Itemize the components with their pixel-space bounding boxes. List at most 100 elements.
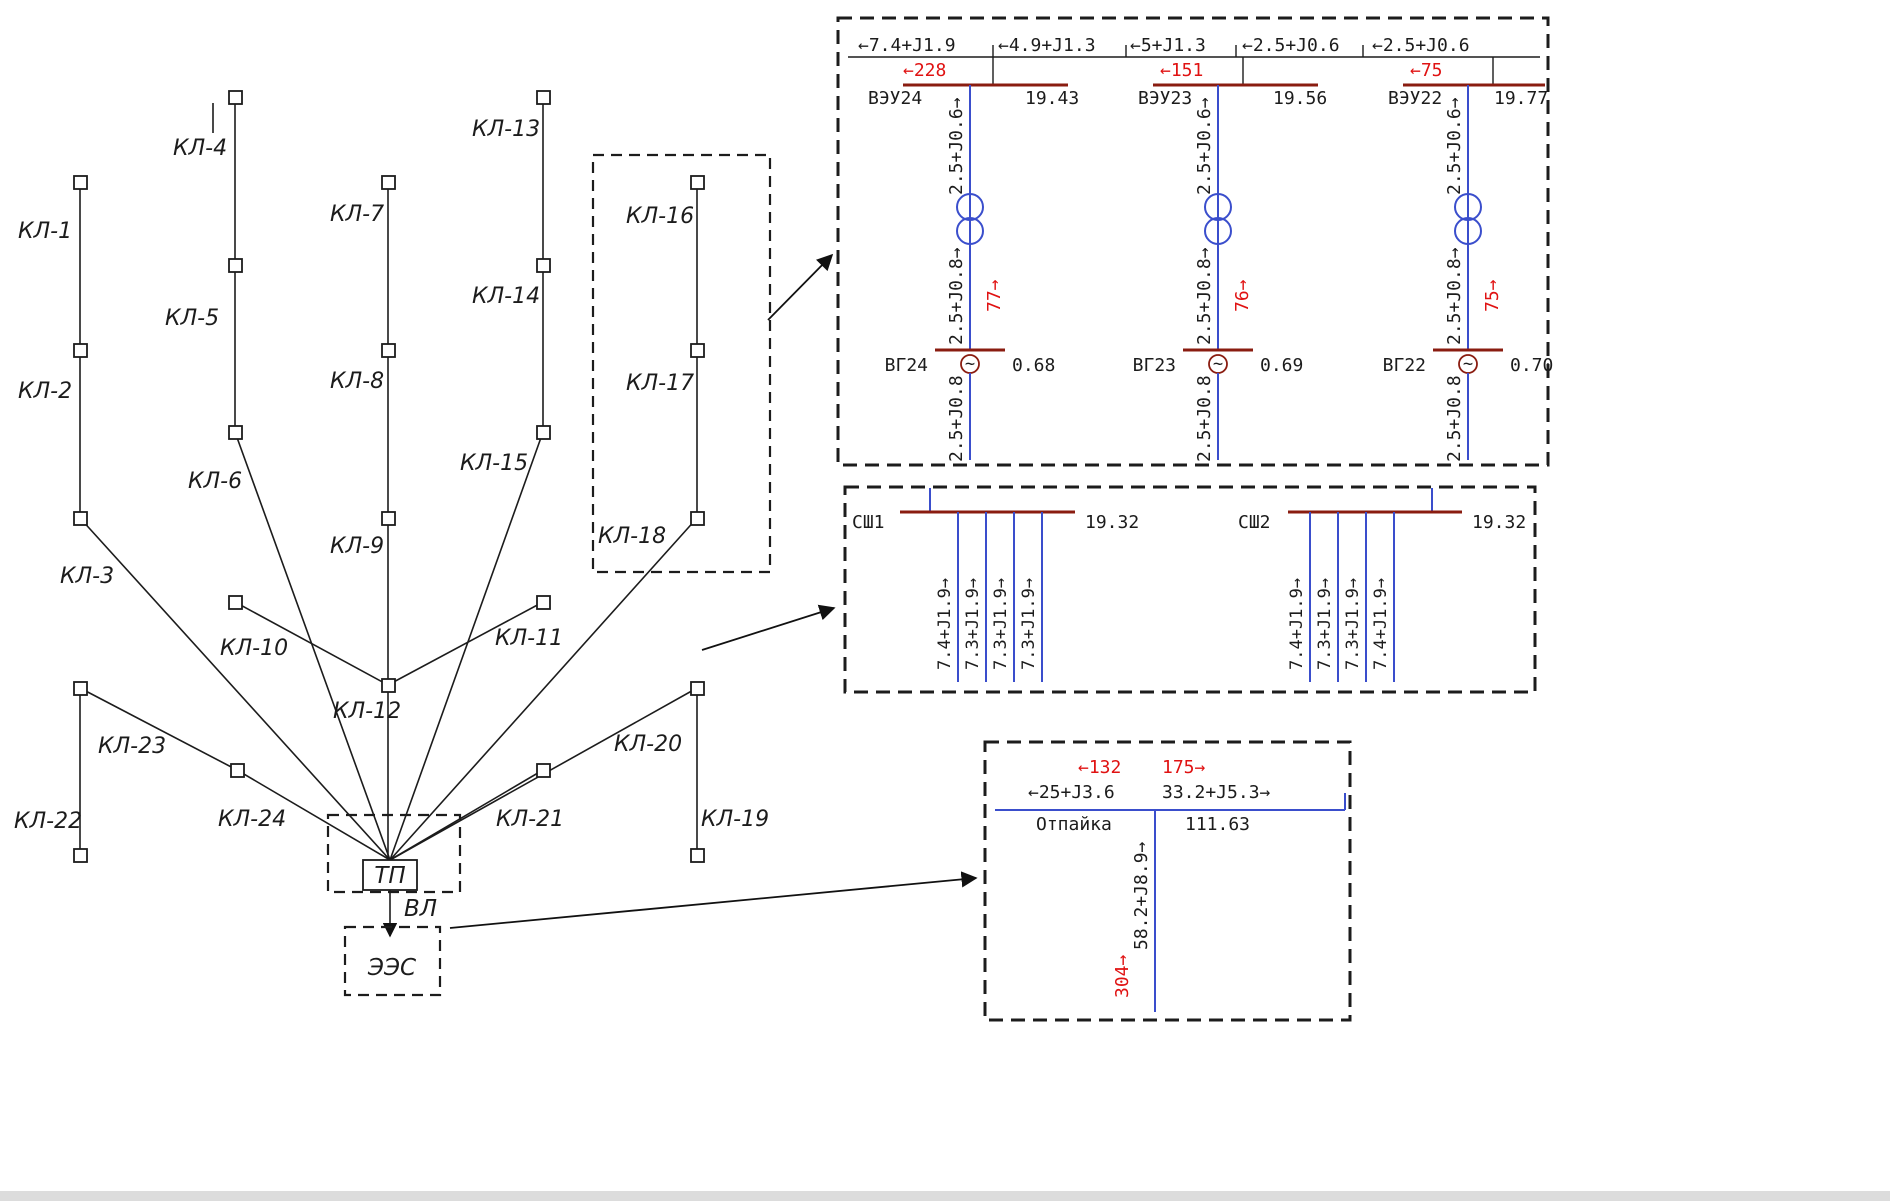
cable-network-lines bbox=[79, 97, 698, 861]
cable-node bbox=[73, 175, 88, 190]
cable-node bbox=[228, 90, 243, 105]
weu24-flow-lower: 2.5+J0.8→ bbox=[946, 247, 967, 345]
cable-label-kl-22: КЛ-22 bbox=[14, 809, 82, 834]
weu23-current: ←151 bbox=[1160, 60, 1203, 81]
cable-node bbox=[381, 511, 396, 526]
bus-panel-border bbox=[843, 485, 1537, 694]
weu22-stub: 2.5+J0.8 bbox=[1444, 375, 1465, 462]
tap-current-right: 175→ bbox=[1162, 757, 1206, 778]
weu22-flow-upper: 2.5+J0.6→ bbox=[1444, 97, 1465, 195]
cable-label-kl-20: КЛ-20 bbox=[614, 732, 682, 757]
weu24-name: ВЭУ24 bbox=[868, 88, 922, 109]
cable-label-kl-13: КЛ-13 bbox=[472, 117, 540, 142]
weu-flow-3: ←5+J1.3 bbox=[1130, 35, 1206, 56]
weu22-gen-name: ВГ22 bbox=[1383, 355, 1426, 376]
weu22-gen-current: 75→ bbox=[1482, 279, 1503, 312]
weu22-name: ВЭУ22 bbox=[1388, 88, 1442, 109]
bottom-strip bbox=[0, 1191, 1890, 1201]
bus-section-2: СШ2 19.32 7.4+J1.9→ 7.3+J1.9→ 7.3+J1.9→ … bbox=[1238, 510, 1526, 682]
cable-node bbox=[536, 763, 551, 778]
cable-nodes bbox=[73, 90, 705, 863]
cable-label-kl-2: КЛ-2 bbox=[18, 379, 72, 404]
cable-label-kl-11: КЛ-11 bbox=[495, 626, 563, 651]
cable-node bbox=[536, 90, 551, 105]
sh2-feeder-2: 7.3+J1.9→ bbox=[1315, 578, 1335, 670]
cable-node bbox=[228, 425, 243, 440]
sh1-name: СШ1 bbox=[852, 512, 885, 533]
weu24-stub: 2.5+J0.8 bbox=[946, 375, 967, 462]
sh1-feeder-4: 7.3+J1.9→ bbox=[1019, 578, 1039, 670]
weu24-gen-voltage: 0.68 bbox=[1012, 355, 1055, 376]
tp-symbol bbox=[362, 859, 418, 891]
tap-flow-left: ←25+J3.6 bbox=[1028, 782, 1115, 803]
cable-node bbox=[228, 258, 243, 273]
connector-to-weu-panel bbox=[767, 253, 834, 321]
cable-label-kl-16: КЛ-16 bbox=[626, 204, 694, 229]
weu-unit-24: ←228 ВЭУ24 19.43 2.5+J0.6→ 2.5+J0.8→ 77→… bbox=[868, 60, 1079, 462]
cable-node bbox=[536, 425, 551, 440]
weu23-gen-voltage: 0.69 bbox=[1260, 355, 1303, 376]
sh1-feeder-2: 7.3+J1.9→ bbox=[963, 578, 983, 670]
cable-label-kl-18: КЛ-18 bbox=[598, 524, 666, 549]
weu-unit-22: ←75 ВЭУ22 19.77 2.5+J0.6→ 2.5+J0.8→ 75→ … bbox=[1383, 60, 1554, 462]
sh2-feeder-3: 7.3+J1.9→ bbox=[1343, 578, 1363, 670]
sh1-voltage: 19.32 bbox=[1085, 512, 1139, 533]
cable-label-kl-15: КЛ-15 bbox=[460, 451, 528, 476]
cable-node bbox=[230, 763, 245, 778]
cable-node bbox=[690, 175, 705, 190]
weu-unit-23: ←151 ВЭУ23 19.56 2.5+J0.6→ 2.5+J0.8→ 76→… bbox=[1133, 60, 1328, 462]
bus-panel: СШ1 19.32 7.4+J1.9→ 7.3+J1.9→ 7.3+J1.9→ … bbox=[843, 485, 1537, 694]
cable-node bbox=[73, 511, 88, 526]
cable-node bbox=[690, 511, 705, 526]
cable-label-kl-14: КЛ-14 bbox=[472, 284, 540, 309]
bus-section-1: СШ1 19.32 7.4+J1.9→ 7.3+J1.9→ 7.3+J1.9→ … bbox=[852, 510, 1139, 682]
sh1-feeder-1: 7.4+J1.9→ bbox=[935, 578, 955, 670]
weu23-stub: 2.5+J0.8 bbox=[1194, 375, 1215, 462]
tap-panel-border bbox=[983, 740, 1352, 1022]
sh1-feeder-3: 7.3+J1.9→ bbox=[991, 578, 1011, 670]
cable-node bbox=[73, 681, 88, 696]
svg-text:~: ~ bbox=[965, 354, 975, 374]
weu23-transformer-icon bbox=[1204, 193, 1232, 221]
cable-label-kl-9: КЛ-9 bbox=[330, 534, 384, 559]
cable-label-kl-24: КЛ-24 bbox=[218, 807, 286, 832]
cable-label-kl-4: КЛ-4 bbox=[173, 136, 227, 161]
weu23-gen-name: ВГ23 bbox=[1133, 355, 1176, 376]
connector-to-tap-panel bbox=[449, 871, 978, 929]
cable-label-kl-19: КЛ-19 bbox=[701, 807, 769, 832]
weu-panel-border bbox=[836, 16, 1550, 467]
sh2-name: СШ2 bbox=[1238, 512, 1271, 533]
cable-label-kl-12: КЛ-12 bbox=[333, 699, 401, 724]
weu22-voltage: 19.77 bbox=[1494, 88, 1548, 109]
cable-labels: КЛ-1 КЛ-2 КЛ-3 КЛ-4 КЛ-5 КЛ-6 КЛ-7 КЛ-8 … bbox=[14, 117, 769, 834]
weu24-gen-current: 77→ bbox=[984, 279, 1005, 312]
weu24-voltage: 19.43 bbox=[1025, 88, 1079, 109]
weu23-name: ВЭУ23 bbox=[1138, 88, 1192, 109]
cable-label-kl-7: КЛ-7 bbox=[330, 202, 384, 227]
cable-node bbox=[690, 848, 705, 863]
weu24-gen-name: ВГ24 bbox=[885, 355, 928, 376]
cable-node bbox=[381, 678, 396, 693]
cable-label-kl-5: КЛ-5 bbox=[165, 306, 219, 331]
connector-to-bus-panel bbox=[701, 604, 836, 651]
cable-node bbox=[536, 258, 551, 273]
cable-label-kl-1: КЛ-1 bbox=[18, 219, 72, 244]
cable-node bbox=[73, 343, 88, 358]
cable-label-kl-17: КЛ-17 bbox=[626, 371, 694, 396]
tap-branch-flow: 58.2+J8.9→ bbox=[1131, 841, 1152, 950]
tap-voltage: 111.63 bbox=[1185, 814, 1250, 835]
weu24-transformer-icon bbox=[956, 193, 984, 221]
cable-node bbox=[690, 343, 705, 358]
weu24-current: ←228 bbox=[903, 60, 946, 81]
weu22-flow-lower: 2.5+J0.8→ bbox=[1444, 247, 1465, 345]
weu24-flow-upper: 2.5+J0.6→ bbox=[946, 97, 967, 195]
sh2-feeder-4: 7.4+J1.9→ bbox=[1371, 578, 1391, 670]
svg-text:~: ~ bbox=[1463, 354, 1473, 374]
tap-panel: ←132 175→ ←25+J3.6 33.2+J5.3→ Отпайка 11… bbox=[983, 740, 1352, 1022]
tap-name: Отпайка bbox=[1036, 814, 1112, 835]
weu-flow-5: ←2.5+J0.6 bbox=[1372, 35, 1470, 56]
weu-panel: ←7.4+J1.9 ←4.9+J1.3 ←5+J1.3 ←2.5+J0.6 ←2… bbox=[836, 16, 1554, 467]
svg-text:~: ~ bbox=[1213, 354, 1223, 374]
